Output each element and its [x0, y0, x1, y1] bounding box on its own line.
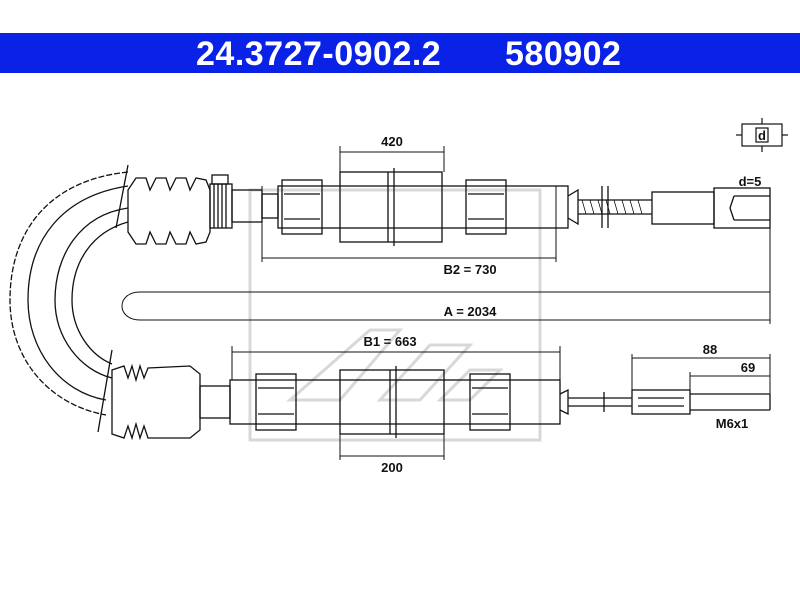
dimension-lines	[121, 146, 771, 460]
a-dimension: A = 2034	[444, 304, 497, 319]
end-fitting-symbol-label: d	[758, 128, 766, 143]
watermark-logo	[248, 188, 542, 442]
diameter-label: d=5	[739, 174, 762, 189]
title-banner: 24.3727-0902.2 580902	[0, 33, 800, 73]
end-outer-dimension: 88	[703, 342, 717, 357]
upper-sleeve-dimension: 420	[381, 134, 403, 149]
b2-dimension: B2 = 730	[443, 262, 496, 277]
cable-outline	[9, 164, 771, 441]
part-number: 24.3727-0902.2	[196, 35, 442, 73]
end-inner-dimension: 69	[741, 360, 755, 375]
reference-number: 580902	[505, 35, 622, 73]
thread-label: M6x1	[716, 416, 749, 431]
lower-sleeve-dimension: 200	[381, 460, 403, 475]
end-fitting-symbol	[736, 118, 788, 152]
b1-dimension: B1 = 663	[363, 334, 416, 349]
